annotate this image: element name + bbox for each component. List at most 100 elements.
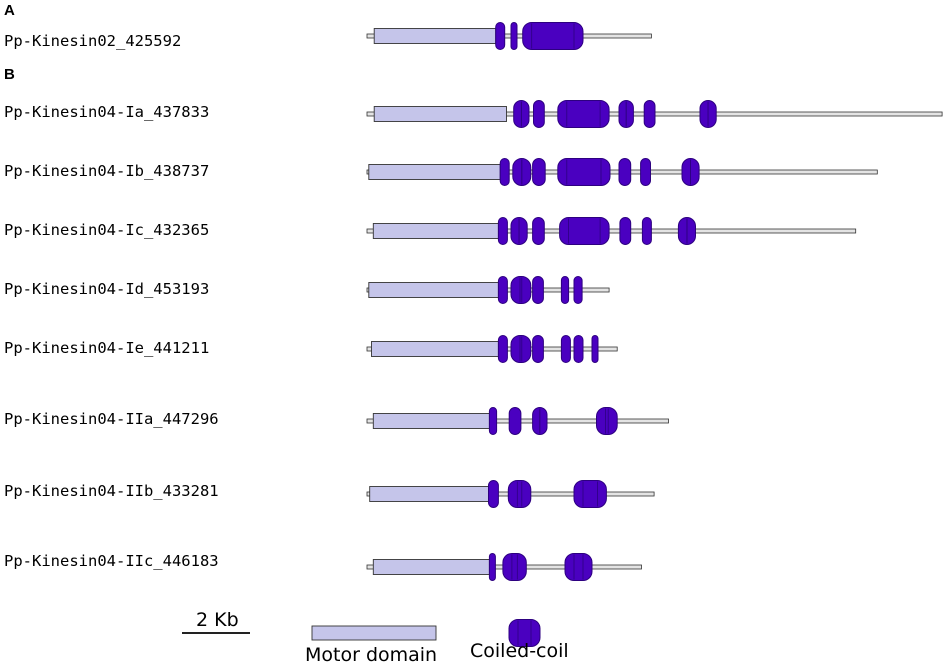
- coil-body: [499, 158, 510, 186]
- coiled-coil-domain: [497, 276, 508, 304]
- coiled-coil-domain: [533, 100, 545, 128]
- protein-track: [366, 480, 655, 508]
- coiled-coil-domain: [495, 22, 506, 50]
- motor-domain: [373, 28, 497, 44]
- coil-body: [497, 335, 508, 363]
- coiled-coil-domain: [643, 100, 656, 128]
- protein-track: [366, 553, 642, 581]
- legend-coil-label: Coiled-coil: [470, 640, 569, 662]
- coiled-coil-domain: [532, 158, 546, 186]
- coil-body: [510, 276, 532, 304]
- coiled-coil-domain: [591, 335, 599, 363]
- protein-name: Pp-Kinesin04-Ie_441211: [4, 339, 210, 357]
- coil-body: [618, 158, 632, 186]
- panel-label-a: A: [4, 2, 15, 19]
- coiled-coil-domain: [573, 335, 584, 363]
- coiled-coil-domain: [557, 158, 611, 186]
- coiled-coil-domain: [596, 407, 618, 435]
- protein-backbone: [366, 33, 652, 39]
- protein-backbone: [366, 228, 857, 234]
- coil-body: [497, 217, 508, 245]
- coil-body: [640, 158, 651, 186]
- coiled-coil-domain: [510, 22, 518, 50]
- coil-body: [533, 100, 545, 128]
- legend-motor-label: Motor domain: [305, 644, 438, 666]
- coiled-coil-domain: [699, 100, 717, 128]
- coil-body: [532, 276, 544, 304]
- protein-name: Pp-Kinesin02_425592: [4, 32, 182, 50]
- coil-body: [502, 553, 527, 581]
- protein-name: Pp-Kinesin04-IIa_447296: [4, 410, 219, 428]
- coiled-coil-domain: [681, 158, 700, 186]
- coiled-coil-domain: [510, 335, 532, 363]
- coiled-coil-domain: [619, 217, 632, 245]
- protein-name: Pp-Kinesin04-Ic_432365: [4, 221, 210, 239]
- motor-domain: [372, 223, 499, 239]
- coiled-coil-domain: [618, 100, 634, 128]
- coiled-coil-domain: [497, 217, 508, 245]
- coil-body: [573, 480, 607, 508]
- coiled-coil-domain: [618, 158, 632, 186]
- coiled-coil-domain: [510, 217, 528, 245]
- protein-track: [366, 158, 878, 186]
- coil-body: [641, 217, 652, 245]
- motor-domain: [369, 486, 489, 502]
- coiled-coil-domain: [488, 407, 498, 435]
- motor-domain: [373, 106, 507, 122]
- protein-name: Pp-Kinesin04-IIc_446183: [4, 552, 219, 570]
- coiled-coil-domain: [559, 217, 610, 245]
- coil-body: [488, 407, 498, 435]
- coiled-coil-domain: [573, 480, 607, 508]
- coiled-coil-domain: [532, 407, 548, 435]
- coil-body: [557, 100, 610, 128]
- coiled-coil-domain: [677, 217, 697, 245]
- motor-domain: [371, 341, 499, 357]
- coil-body: [643, 100, 656, 128]
- coil-body: [488, 480, 499, 508]
- protein-track: [366, 100, 943, 128]
- coil-body: [557, 158, 611, 186]
- protein-track: [366, 335, 618, 363]
- motor-domain: [372, 559, 490, 575]
- coil-body: [510, 335, 532, 363]
- coiled-coil-domain: [573, 276, 583, 304]
- coil-body: [532, 335, 544, 363]
- coiled-coil-domain: [488, 480, 499, 508]
- protein-track: [366, 22, 652, 50]
- coiled-coil-domain: [507, 480, 532, 508]
- protein-track: [366, 407, 669, 435]
- coiled-coil-domain: [640, 158, 651, 186]
- coil-body: [532, 217, 545, 245]
- scale-bar-label: 2 Kb: [196, 609, 239, 631]
- protein-name: Pp-Kinesin04-IIb_433281: [4, 482, 219, 500]
- coil-body: [573, 335, 584, 363]
- coiled-coil-domain: [522, 22, 584, 50]
- coiled-coil-domain: [499, 158, 510, 186]
- coil-body: [510, 22, 518, 50]
- coiled-coil-domain: [497, 335, 508, 363]
- coil-body: [507, 480, 532, 508]
- protein-name: Pp-Kinesin04-Ia_437833: [4, 103, 210, 121]
- legend-motor-swatch: [311, 625, 437, 641]
- panel-label-b: B: [4, 66, 15, 83]
- motor-domain: [368, 282, 499, 298]
- coiled-coil-domain: [513, 100, 530, 128]
- coiled-coil-domain: [510, 276, 532, 304]
- protein-name: Pp-Kinesin04-Ib_438737: [4, 162, 210, 180]
- coil-body: [619, 217, 632, 245]
- coil-body: [508, 407, 522, 435]
- protein-track: [366, 217, 857, 245]
- coiled-coil-domain: [512, 158, 532, 186]
- coiled-coil-domain: [502, 553, 527, 581]
- coiled-coil-domain: [508, 407, 522, 435]
- coiled-coil-domain: [557, 100, 610, 128]
- coiled-coil-domain: [641, 217, 652, 245]
- coil-body: [560, 276, 570, 304]
- coil-body: [559, 217, 610, 245]
- coil-body: [495, 22, 506, 50]
- coiled-coil-domain: [532, 217, 545, 245]
- protein-track: [366, 276, 610, 304]
- coiled-coil-domain: [560, 335, 571, 363]
